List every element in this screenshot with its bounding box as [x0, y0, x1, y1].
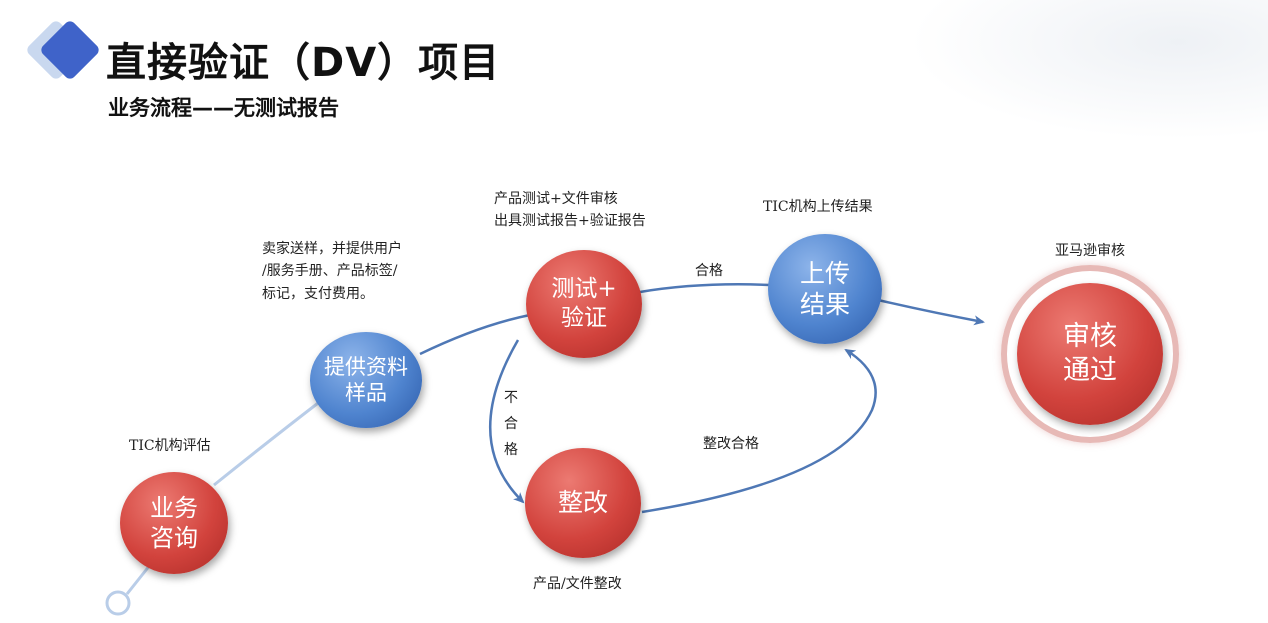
label-pass: 合格	[695, 263, 723, 279]
node-approved: 审核 通过	[1017, 283, 1163, 425]
arrow-test-rectify	[489, 339, 525, 504]
label-tic-upload: TIC机构上传结果	[763, 199, 873, 215]
connector-start-consult	[125, 564, 152, 595]
label-seller-send: 卖家送样，并提供用户 /服务手册、产品标签/ 标记，支付费用。	[262, 241, 402, 302]
node-consult: 业务 咨询	[120, 472, 228, 574]
page-subtitle: 业务流程——无测试报告	[108, 96, 339, 120]
approved-ring	[1001, 265, 1179, 443]
label-fail: 不 合 格	[504, 390, 518, 458]
start-circle	[105, 590, 131, 616]
label-amazon-review: 亚马逊审核	[1055, 243, 1125, 259]
label-rectify-desc: 产品/文件整改	[533, 576, 622, 592]
page-title: 直接验证（DV）项目	[106, 40, 501, 86]
node-provide: 提供资料 样品	[310, 332, 422, 428]
connector-provide-test	[419, 313, 531, 356]
label-tic-assess: TIC机构评估	[129, 438, 211, 454]
connector-test-upload	[639, 283, 771, 294]
label-rectify-pass: 整改合格	[703, 436, 759, 452]
label-test-desc: 产品测试+文件审核 出具测试报告+验证报告	[494, 191, 646, 230]
connector-consult-provide	[213, 398, 323, 487]
arrow-upload-approved	[877, 298, 985, 326]
arrow-rectify-upload	[641, 348, 877, 514]
background-glow	[908, 0, 1268, 140]
node-test: 测试+ 验证	[526, 250, 642, 358]
node-rectify: 整改	[525, 448, 641, 558]
node-upload: 上传 结果	[768, 234, 882, 344]
